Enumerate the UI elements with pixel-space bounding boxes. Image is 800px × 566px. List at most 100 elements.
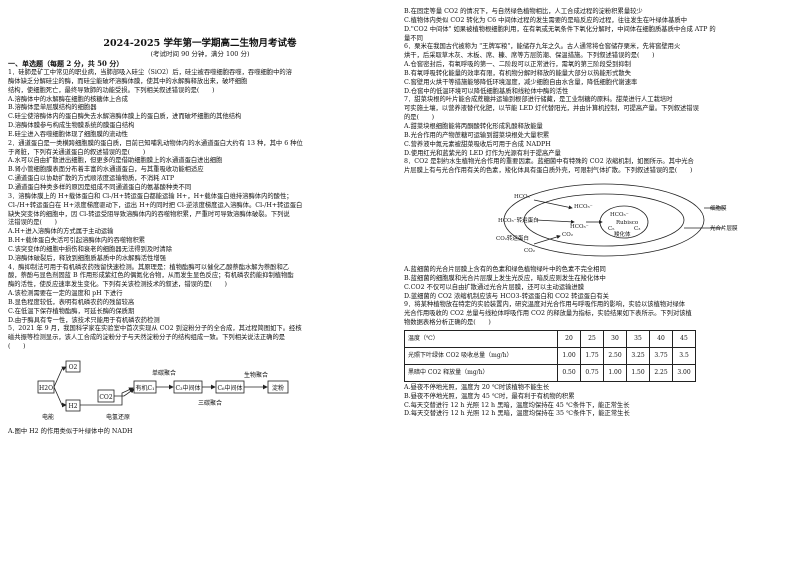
table-header-cell: 温度（℃） (404, 329, 558, 348)
option-line: D.蓝细菌的 CO2 浓缩机制应该与 HCO3-转运蛋白和 CO2 转运蛋白有关 (404, 292, 609, 300)
fig8-lamella: 光合片层膜 (710, 224, 738, 232)
fig8-co2-inner: CO₂ (562, 232, 573, 238)
question-line: A.仓窖密封后，有氧呼吸的第一、二阶段可以正常进行，需氧的第三阶段受到抑制 (404, 61, 631, 69)
question-line: B.溶酶体是单层膜结构的细胞器 (8, 104, 97, 112)
question-line: C.该突变体的细胞中损伤和衰老的细胞器无法得到及时清除 (8, 245, 173, 253)
question-line: B.H+载体蛋白失活可引起溶酶体内的吞噬物积累 (8, 237, 146, 245)
question-line: 的是( ) (404, 114, 435, 122)
fig8-carboxysome: 羧化体 (614, 230, 631, 238)
section-heading: 一、单选题（每题 2 分，共 50 分） (8, 59, 124, 68)
table-header-cell: 45 (672, 329, 696, 348)
table-cell: 3.75 (649, 346, 673, 365)
table-row-label: 黑暗中 CO2 释放量（mg/h） (404, 363, 558, 382)
q5-option-a: A.图中 H2 的作用类似于叶绿体中的 NADH (8, 428, 133, 435)
fig8-hco3-outer: HCO₃⁻ (514, 194, 533, 200)
table-header-cell: 20 (557, 329, 581, 348)
question-line: C.营养液中氮元素被甜菜吸收后可用于合成 NADPH (404, 140, 551, 148)
option-line: C.CO2 不仅可以自由扩散通过光合片层膜，还可以主动运输进膜 (404, 283, 585, 291)
question-line: 酸，萘酚与显色剂固蓝 B 作用形成紫红色的偶氮化合物，从而发生显色反应；有机磷农… (8, 272, 294, 280)
question-line: 量不同 (404, 34, 423, 42)
option-line: B.蓝细菌的细胞膜和光合片层膜上发生光反应，暗反应则发生在羧化体中 (404, 274, 606, 282)
fig5-bio: 生物聚合 (244, 371, 268, 379)
option-line: 物数据表格分析正确的是( ) (404, 319, 491, 327)
table-header-cell: 35 (626, 329, 650, 348)
fig8-co2-outer: CO₂ (524, 248, 535, 254)
question-line: 4．酶抑制法可用于有机磷农药残留快速检测。其原理是：植物酯酶可以催化乙酸萘酯水解… (8, 263, 290, 271)
question-line: 酶体缺乏分解硅尘的酶，而硅尘能破坏溶酶体膜，使其中的水解酶释放出来，破坏细胞 (8, 77, 248, 85)
question-line: 3．溶酶体膜上的 H+载体蛋白和 Cl-/H+转运蛋白都能运输 H+，H+载体蛋… (8, 192, 293, 200)
fig8-hco3-mid: HCO₃⁻ (570, 224, 589, 230)
fig5-reduce: 电氢还原 (106, 413, 130, 421)
question-line: D.溶酶体破裂后，释放到细胞质基质中的水解酶活性增强 (8, 254, 166, 262)
question-line: 缺失突变体的细胞中，因 Cl-转运受阻导致溶酶体内的吞噬物积累，严重时可导致溶酶… (8, 210, 290, 218)
question-line: D.通道蛋白种类多样的原因是组成不同通道蛋白的氨基酸种类不同 (8, 183, 192, 191)
question-line: D.溶酶体膜参与构成生物膜系统的膜蛋白结构 (8, 122, 135, 130)
table-cell: 1.75 (580, 346, 604, 365)
fig8-hco3-carboxysome: HCO₃⁻ (610, 212, 629, 218)
question-line: A.H+进入溶酶体的方式属于主动运输 (8, 228, 114, 236)
question-line: D.由于酶具有专一性，该技术只能用于有机磷农药检测 (8, 316, 160, 324)
question-line: Cl-/H+转运蛋白在 H+浓度梯度驱动下，运出 H+的同时把 Cl-逆浓度梯度… (8, 201, 303, 209)
question-line: B.显色程度较低，表明有机磷农药的残留较高 (8, 298, 135, 306)
fig5-electrolysis: 电能 (42, 413, 54, 421)
fig8-membrane: 细胞膜 (710, 204, 727, 212)
fig5-poly1: 单碳聚合 (152, 369, 176, 377)
question-line: D.使用红光和蓝紫光的 LED 灯作为光源有利于提高产量 (404, 149, 561, 157)
table-cell: 2.25 (649, 363, 673, 382)
co2-concentration-diagram: HCO₃⁻ HCO₃⁻ HCO₃⁻转运蛋白 HCO₃⁻ HCO₃⁻ Rubisc… (496, 183, 738, 257)
question-line: 结构，使细胞死亡，最终导致肺的功能受损。下列相关叙述错误的是( ) (8, 86, 215, 94)
right-question-text: B.在固定等量 CO2 的情况下，与自然绿色植物相比，人工合成过程的淀粉积累量较… (404, 8, 788, 176)
question-line: 磁共振等检测显示，该人工合成的淀粉分子与天然淀粉分子的结构组成一致。下列相关说法… (8, 334, 286, 342)
fig8-hco3-transporter: HCO₃⁻转运蛋白 (498, 216, 539, 224)
question-line: 法错误的是( ) (8, 219, 57, 227)
fig8-rubisco: Rubisco (616, 220, 639, 226)
question-line: 1．硅肺是矿工中常见的职业病，当肺部吸入硅尘（SiO2）后，硅尘被吞噬细胞吞噬，… (8, 69, 292, 76)
table-cell: 3.00 (672, 363, 696, 382)
fig5-co2: CO2 (99, 394, 113, 401)
question-line: 酶的活性，使反应速率发生变化。下列有关该检测技术的叙述，错误的是( ) (8, 281, 228, 289)
question-line: A.溶酶体中的水解酶在细胞的核糖体上合成 (8, 95, 128, 103)
question-line: A.甜菜块根细胞能将丙酮酸转化形成乳酸释放能量 (404, 122, 543, 130)
question-line: A.水可以自由扩散进出细胞，但更多的是借助细胞膜上的水通道蛋白进出细胞 (8, 157, 223, 165)
fig5-h2o: H2O (39, 385, 53, 392)
fig5-c6: C₆中间体 (218, 384, 243, 392)
question-line: B.光合作用的产物蔗糖可运输到甜菜块根处大量积累 (404, 131, 550, 139)
table-header-cell: 40 (649, 329, 673, 348)
question-line: 可实施土壤，以营养液替代化肥，以节能 LED 灯代替阳光，并由计算机控制，可提高… (404, 105, 699, 113)
fig8-hco3-inner: HCO₃⁻ (574, 204, 593, 210)
question-line: B.在固定等量 CO2 的情况下，与自然绿色植物相比，人工合成过程的淀粉积累量较… (404, 8, 643, 15)
question-line: B.有氧呼吸转化能量的效率有限，有机物分解时释放的能量大部分以热能形式散失 (404, 69, 632, 77)
left-question-text: 1．硅肺是矿工中常见的职业病，当肺部吸入硅尘（SiO2）后，硅尘被吞噬细胞吞噬，… (8, 69, 392, 352)
option-line: B.昼夜不停地光照，温度为 45 ℃时，最有利于有机物的积累 (404, 392, 575, 400)
table-cell: 0.75 (580, 363, 604, 382)
fig5-poly3: 三碳聚合 (198, 399, 222, 407)
fig5-starch: 淀粉 (272, 384, 284, 392)
question-line: A.该检测需要在一定的温度和 pH 下进行 (8, 290, 123, 298)
table-cell: 0.50 (557, 363, 581, 382)
fig5-h2: H2 (68, 403, 77, 410)
table-cell: 3.5 (672, 346, 696, 365)
question-line: E.硅尘进入吞噬细胞体现了细胞膜的流动性 (8, 130, 128, 138)
option-line: C.每天交替进行 12 h 光照 12 h 黑暗，温度均保持在 45 ℃条件下，… (404, 401, 630, 409)
option-line: D.每天交替进行 12 h 光照 12 h 黑暗，温度均保持在 35 ℃条件下，… (404, 410, 630, 418)
table-header-cell: 25 (580, 329, 604, 348)
starch-synthesis-diagram: H2O O2 H2 CO2 有机C₁ C₃中间体 C₆中间体 淀粉 电能 电氢还… (37, 360, 289, 421)
question-line: C.硅尘使溶酶体内的蛋白酶失去水解溶酶体膜上的蛋白质，进而破坏细胞的其他结构 (8, 113, 242, 121)
option-line: 光合作用吸收的 CO2 总量与线粒体呼吸作用 CO2 的释放量为指标，实验结果如… (404, 310, 692, 318)
exam-title: 2024-2025 学年第一学期高二生物月考试卷 (103, 38, 297, 49)
table-cell: 1.50 (626, 363, 650, 382)
question-line: 6．栗米在我国古代被称为 "王牌军粮"，能储存九年之久。古人通常将仓窖储存栗米，… (404, 43, 681, 51)
table-row-label: 光照下叶绿体 CO2 吸收总量（mg/h） (404, 346, 558, 365)
fig5-c3: C₃中间体 (176, 384, 201, 392)
fig8-c3: C₃ (634, 226, 640, 232)
table-cell: 2.50 (603, 346, 627, 365)
question-line: 5．2021 年 9 月，我国科学家在实验室中首次实现从 CO2 到淀粉分子的全… (8, 325, 302, 333)
question-line: 7．甜菜块根的叶片能合成蔗糖并运输到根部进行储藏，是工业制糖的原料。甜菜进行人工… (404, 96, 673, 104)
question-line: 片层膜上有与光合作用有关的色素，羧化体具有蛋白质外壳，可限制气体扩散。下列叙述错… (404, 167, 693, 175)
